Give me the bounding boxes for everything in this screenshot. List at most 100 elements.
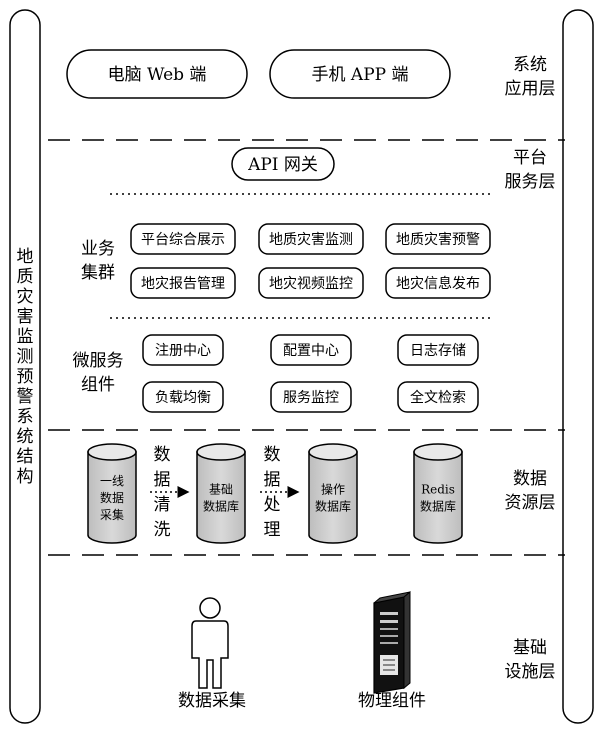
database-label: 操作数据库 [315, 482, 351, 514]
microservice-box [142, 381, 224, 413]
system-structure-label-line: 统 [17, 427, 34, 447]
business-cluster-label-line: 集群 [81, 263, 115, 283]
system-structure-label-line: 灾 [17, 287, 34, 307]
system-structure-label-line: 质 [17, 267, 34, 287]
system-structure-label-line: 害 [17, 307, 34, 327]
flow-label-cleaning-line: 洗 [154, 520, 171, 540]
api-gateway-box [231, 147, 335, 181]
layer-label-platform-line: 服务层 [505, 172, 556, 192]
microservice-box-label: 负载均衡 [155, 390, 211, 406]
microservice-label-line: 组件 [81, 375, 115, 395]
left-pillar [9, 9, 41, 724]
microservice-label: 微服务组件 [73, 351, 124, 395]
business-box [258, 267, 364, 299]
business-box [130, 223, 236, 255]
layer-label-platform-line: 平台 [513, 148, 547, 168]
system-structure-label-line: 测 [17, 347, 34, 367]
database-label: 基础数据库 [203, 483, 239, 514]
microservice-box [397, 334, 479, 366]
layer-label-infrastructure-line: 基础 [513, 638, 547, 658]
infra-label-data-collection: 数据采集 [178, 691, 246, 711]
infra-label-physical-components: 物理组件 [358, 691, 426, 711]
database-cylinder-top [87, 443, 137, 461]
business-box-label: 地质灾害监测 [269, 231, 353, 248]
server-icon [373, 590, 411, 694]
layer-label-data-line: 资源层 [505, 493, 556, 513]
business-cluster-label-line: 业务 [81, 239, 115, 259]
database-label-line: 数据库 [203, 499, 239, 514]
business-box-label: 地灾视频监控 [269, 275, 353, 292]
client-app-box [269, 49, 451, 99]
flow-label-cleaning-line: 据 [154, 470, 171, 490]
system-structure-label-line: 系 [17, 407, 34, 427]
business-cluster-items: 平台综合展示地质灾害监测地质灾害预警地灾报告管理地灾视频监控地灾信息发布 [130, 223, 491, 299]
microservice-box-label: 配置中心 [283, 343, 339, 359]
database-cylinder [196, 451, 246, 544]
microservice-label-line: 微服务 [73, 351, 124, 371]
person-icon [191, 597, 229, 689]
system-structure-label-line: 预 [17, 367, 34, 387]
business-box [385, 223, 491, 255]
system-structure-label: 地质灾害监测预警系统结构 [17, 247, 34, 487]
flow-label-processing-line: 据 [264, 470, 281, 490]
microservice-box [270, 381, 352, 413]
database-cylinder [413, 451, 463, 544]
database-cylinder-top [308, 443, 358, 461]
database-label-line: 一线 [100, 474, 124, 488]
system-structure-label-line: 构 [17, 467, 34, 487]
business-box [385, 267, 491, 299]
layer-label-data-line: 数据 [513, 469, 547, 489]
database-cylinder-top [196, 443, 246, 461]
database-cylinder [87, 451, 137, 544]
database-label-line: Redis [421, 483, 455, 497]
microservice-box-label: 日志存储 [410, 343, 466, 359]
layer-label-platform: 平台服务层 [505, 148, 556, 192]
microservice-box-label: 服务监控 [283, 390, 339, 406]
flow-label-cleaning: 数据清洗 [154, 445, 171, 540]
database-cylinder-top [413, 443, 463, 461]
business-box-label: 平台综合展示 [141, 232, 225, 248]
right-pillar [562, 9, 594, 724]
microservice-box-label: 全文检索 [410, 389, 466, 406]
flow-label-processing: 数据处理 [264, 445, 281, 540]
client-web-box [66, 49, 248, 99]
system-structure-label-line: 警 [17, 387, 34, 407]
microservice-box [142, 334, 224, 366]
business-box [130, 267, 236, 299]
database-label: 一线数据采集 [100, 474, 124, 522]
system-structure-label-line: 监 [17, 327, 34, 347]
layer-label-infrastructure-line: 设施层 [505, 662, 556, 682]
layer-label-application-line: 系统 [513, 55, 547, 75]
database-label: Redis 数据库 [420, 483, 456, 514]
database-cylinder [308, 451, 358, 544]
system-structure-label-line: 地 [17, 247, 34, 267]
layer-label-infrastructure: 基础设施层 [505, 638, 556, 682]
business-box [258, 223, 364, 255]
database-label-line: 数据库 [315, 499, 351, 514]
system-structure-label-line: 结 [17, 447, 34, 467]
flow-label-processing-line: 理 [264, 520, 281, 540]
layer-label-application-line: 应用层 [505, 79, 556, 99]
business-box-label: 地灾信息发布 [396, 275, 480, 292]
microservice-box [270, 334, 352, 366]
microservice-box-label: 注册中心 [155, 343, 211, 359]
flow-label-processing-line: 数 [264, 445, 281, 465]
database-label-line: 采集 [100, 507, 124, 522]
database-label-line: 数据库 [420, 499, 456, 514]
flow-label-cleaning-line: 清 [154, 495, 171, 515]
database-label-line: 数据 [100, 490, 124, 505]
database-label-line: 操作 [321, 482, 345, 497]
client-app-label: 手机 APP 端 [312, 65, 409, 85]
flow-label-processing-line: 处 [264, 495, 281, 515]
business-box-label: 地灾报告管理 [141, 275, 225, 292]
layer-label-application: 系统应用层 [505, 55, 556, 99]
business-cluster-label: 业务集群 [81, 239, 115, 283]
client-web-label: 电脑 Web 端 [108, 65, 207, 85]
flow-label-cleaning-line: 数 [154, 445, 171, 465]
api-gateway-label: API 网关 [247, 155, 318, 175]
microservice-box [397, 381, 479, 413]
layer-label-data: 数据资源层 [505, 469, 556, 513]
